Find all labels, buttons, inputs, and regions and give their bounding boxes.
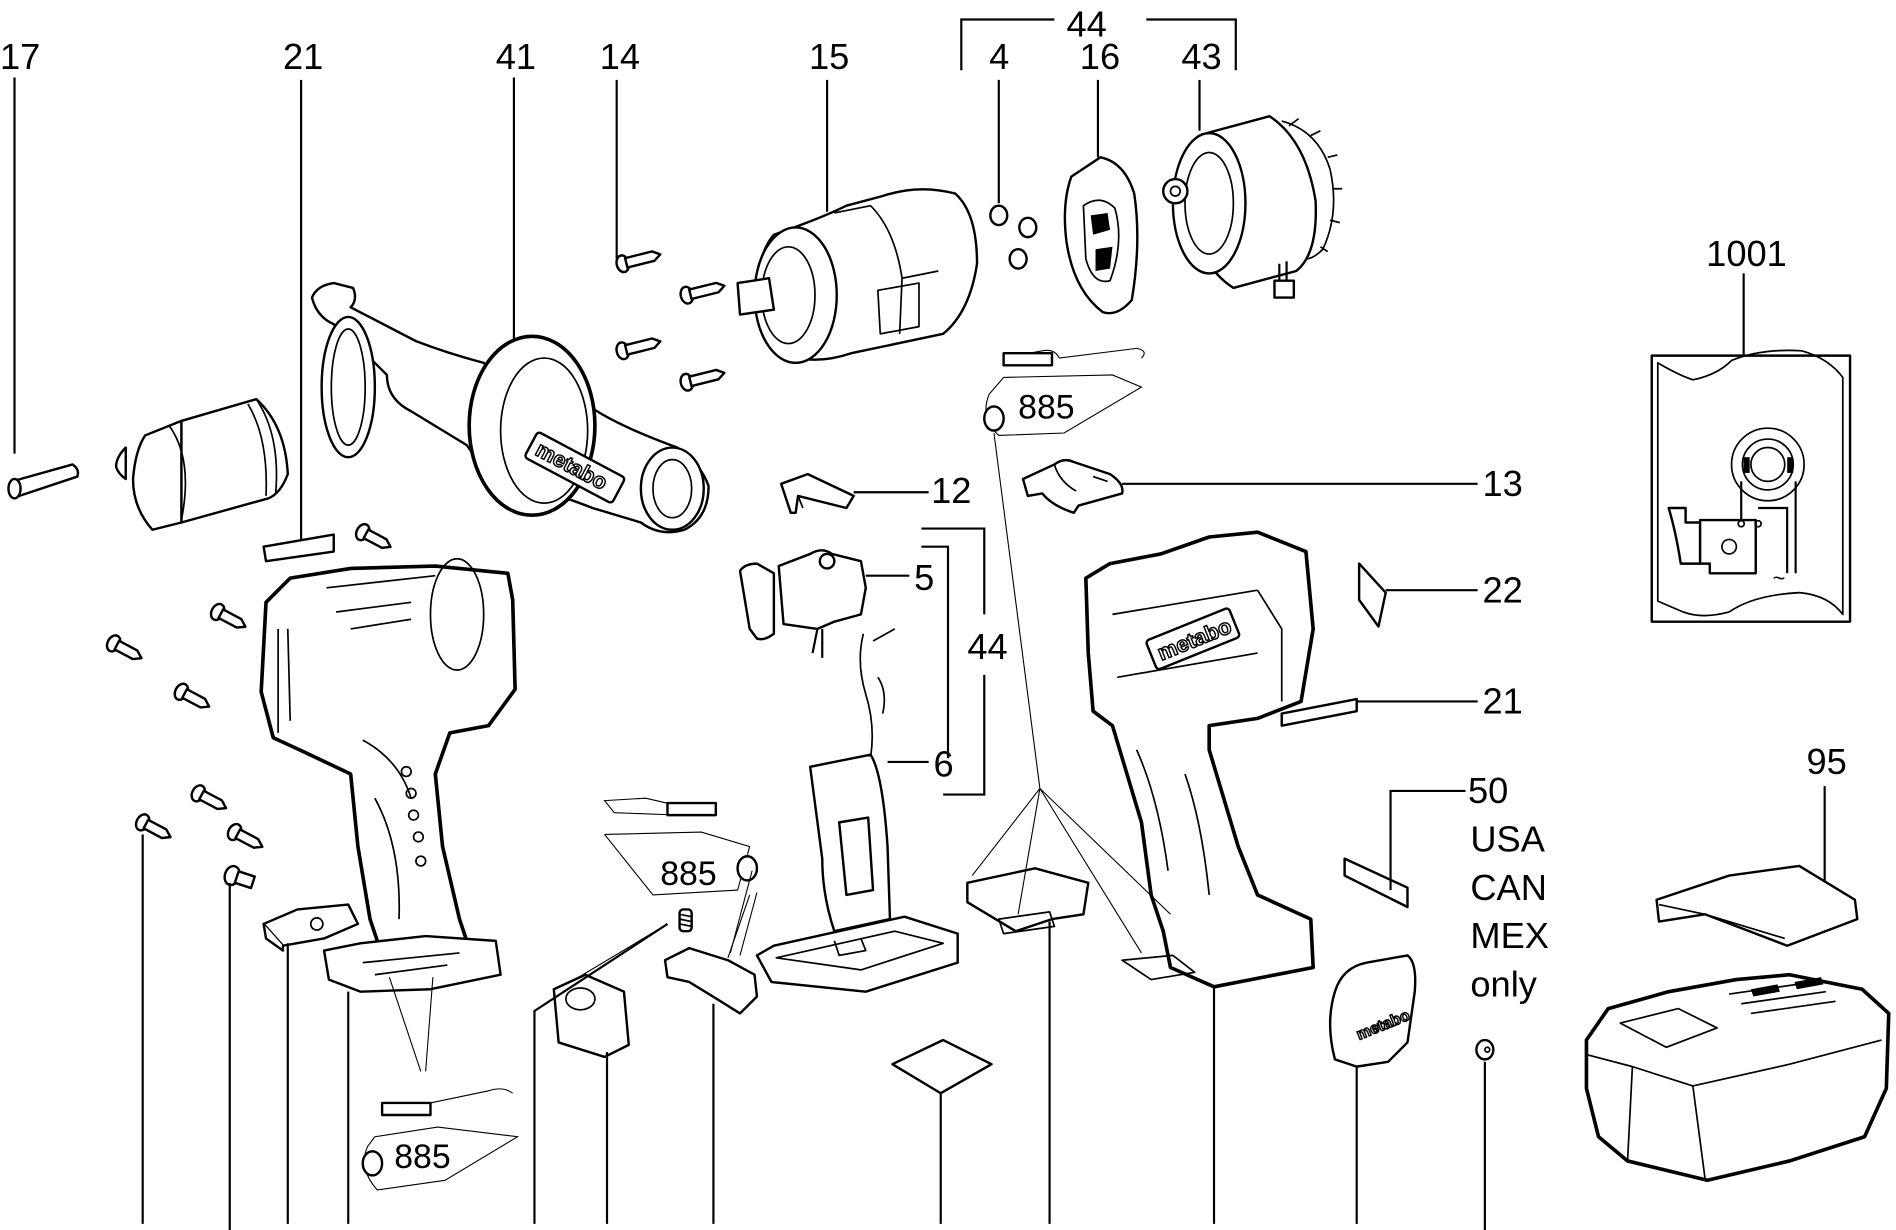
label-7: 7 bbox=[597, 1225, 617, 1230]
label-14-top: 14 bbox=[600, 36, 640, 77]
grease-tube-bottom-left: 885 bbox=[361, 976, 520, 1191]
bracket-44-mid-bottom bbox=[943, 674, 986, 796]
label-6: 6 bbox=[933, 743, 953, 784]
label-40: 40 bbox=[1337, 1225, 1377, 1230]
part-10-contact-bracket bbox=[663, 946, 759, 1015]
part-11-spring bbox=[678, 908, 693, 933]
bracket-44-right bbox=[1146, 18, 1237, 71]
part-40-screw bbox=[1475, 1038, 1495, 1061]
label-10: 10 bbox=[694, 1225, 734, 1230]
bracket-6 bbox=[921, 545, 950, 759]
region-note-only: only bbox=[1470, 963, 1537, 1004]
label-44-top: 44 bbox=[1067, 3, 1107, 44]
part-housing-right-shell: metabo bbox=[1084, 530, 1315, 989]
label-44-mid: 44 bbox=[967, 626, 1007, 667]
label-95: 95 bbox=[1807, 741, 1847, 782]
part-7-led-block bbox=[552, 973, 630, 1059]
label-41: 41 bbox=[496, 36, 536, 77]
label-42: 42 bbox=[264, 1225, 304, 1230]
screw-top-housing bbox=[354, 522, 392, 550]
label-13: 13 bbox=[1482, 463, 1522, 504]
grease-leader-mid bbox=[729, 870, 753, 954]
label-1001: 1001 bbox=[1706, 233, 1787, 274]
screws-14-group bbox=[615, 250, 726, 392]
label-16: 16 bbox=[1080, 36, 1120, 77]
part-9-latch bbox=[966, 867, 1090, 935]
label-50: 50 bbox=[1468, 770, 1508, 811]
grease-code-mid: 885 bbox=[660, 855, 716, 893]
part-95-battery-cover bbox=[1655, 864, 1859, 947]
part-13-cover bbox=[1021, 458, 1124, 515]
label-9: 9 bbox=[1040, 1225, 1060, 1230]
part-5-switch bbox=[738, 549, 867, 658]
grease-leaders bbox=[971, 432, 1171, 954]
part-12-switch-slider bbox=[779, 472, 855, 515]
bracket-44-left bbox=[960, 18, 1055, 71]
grease-tube-mid: 885 bbox=[603, 797, 759, 896]
part-40-belt-clip: metabo bbox=[1328, 954, 1417, 1068]
label-12: 12 bbox=[931, 470, 971, 511]
grease-tube-top: 885 bbox=[983, 347, 1145, 436]
label-strip-21-left bbox=[262, 533, 335, 563]
part-20-label bbox=[891, 1038, 993, 1095]
part-4-screws bbox=[989, 204, 1038, 270]
label-21-right: 21 bbox=[1482, 681, 1522, 722]
part-41-side-handle: metabo bbox=[310, 281, 710, 534]
part-50-label bbox=[1343, 857, 1409, 909]
region-note-can: CAN bbox=[1470, 867, 1547, 908]
leader-42-screw bbox=[228, 882, 231, 1230]
region-note-usa: USA bbox=[1470, 818, 1545, 859]
part-17-chuck-screw bbox=[7, 463, 80, 500]
part-43-motor bbox=[1162, 115, 1343, 299]
part-6-electronics bbox=[755, 628, 959, 993]
label-22: 22 bbox=[1482, 569, 1522, 610]
part-42-clip bbox=[262, 903, 360, 952]
grease-code-bottom-left: 885 bbox=[394, 1138, 450, 1176]
label-21-top: 21 bbox=[283, 36, 323, 77]
label-5: 5 bbox=[914, 557, 934, 598]
housing-screws-group bbox=[105, 602, 264, 890]
label-14-bottom: 14 bbox=[121, 1225, 161, 1230]
label-4: 4 bbox=[989, 36, 1009, 77]
label-8-left: 8 bbox=[339, 1225, 359, 1230]
leader-11 bbox=[533, 923, 669, 1224]
part-15-gearbox bbox=[736, 188, 979, 365]
part-22-label bbox=[1357, 562, 1387, 628]
region-note-mex: MEX bbox=[1470, 915, 1549, 956]
label-15: 15 bbox=[809, 36, 849, 77]
label-20: 20 bbox=[917, 1225, 957, 1230]
bracket-44-mid-top bbox=[921, 527, 986, 615]
leader-50 bbox=[1389, 789, 1466, 891]
leader-40-screw bbox=[1483, 1061, 1486, 1230]
part-16-bearing-plate bbox=[1063, 156, 1139, 315]
label-17: 17 bbox=[0, 36, 40, 77]
label-8-right: 8 bbox=[1204, 1225, 1224, 1230]
wiring-diagram-1001: ~ bbox=[1650, 349, 1852, 623]
battery-pack bbox=[1584, 972, 1891, 1183]
ac-symbol: ~ bbox=[1773, 565, 1786, 590]
part-21-label-right bbox=[1280, 697, 1358, 727]
part-housing-left-shell bbox=[259, 557, 517, 993]
grease-code-top: 885 bbox=[1018, 389, 1074, 427]
part-keyless-chuck bbox=[114, 397, 289, 531]
label-11: 11 bbox=[513, 1225, 551, 1230]
label-43: 43 bbox=[1181, 36, 1221, 77]
